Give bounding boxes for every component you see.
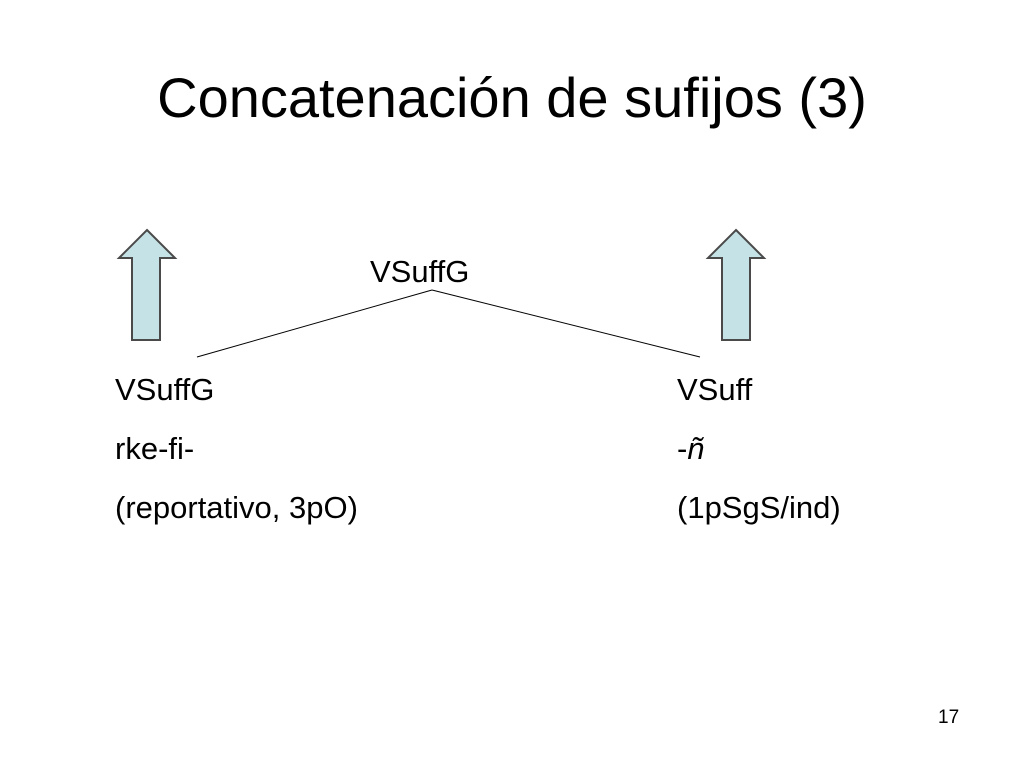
right-form-suffix: ñ [687,431,705,466]
right-category-label: VSuff [677,372,753,407]
slide-title: Concatenación de sufijos (3) [157,66,867,129]
up-arrow-icon [705,228,767,341]
right-gloss-label: (1pSgS/ind) [677,490,841,525]
right-form-prefix: - [677,431,688,466]
branch-line-right [431,289,701,358]
right-form-label: -ñ [677,429,705,469]
branch-line-left [196,289,433,358]
page-number: 17 [938,707,960,728]
left-category-label: VSuffG [115,372,215,407]
left-gloss-label: (reportativo, 3pO) [115,490,358,525]
tree-root-label: VSuffG [370,254,470,289]
up-arrow-icon [116,228,178,341]
left-form-label: rke-fi- [115,431,195,466]
